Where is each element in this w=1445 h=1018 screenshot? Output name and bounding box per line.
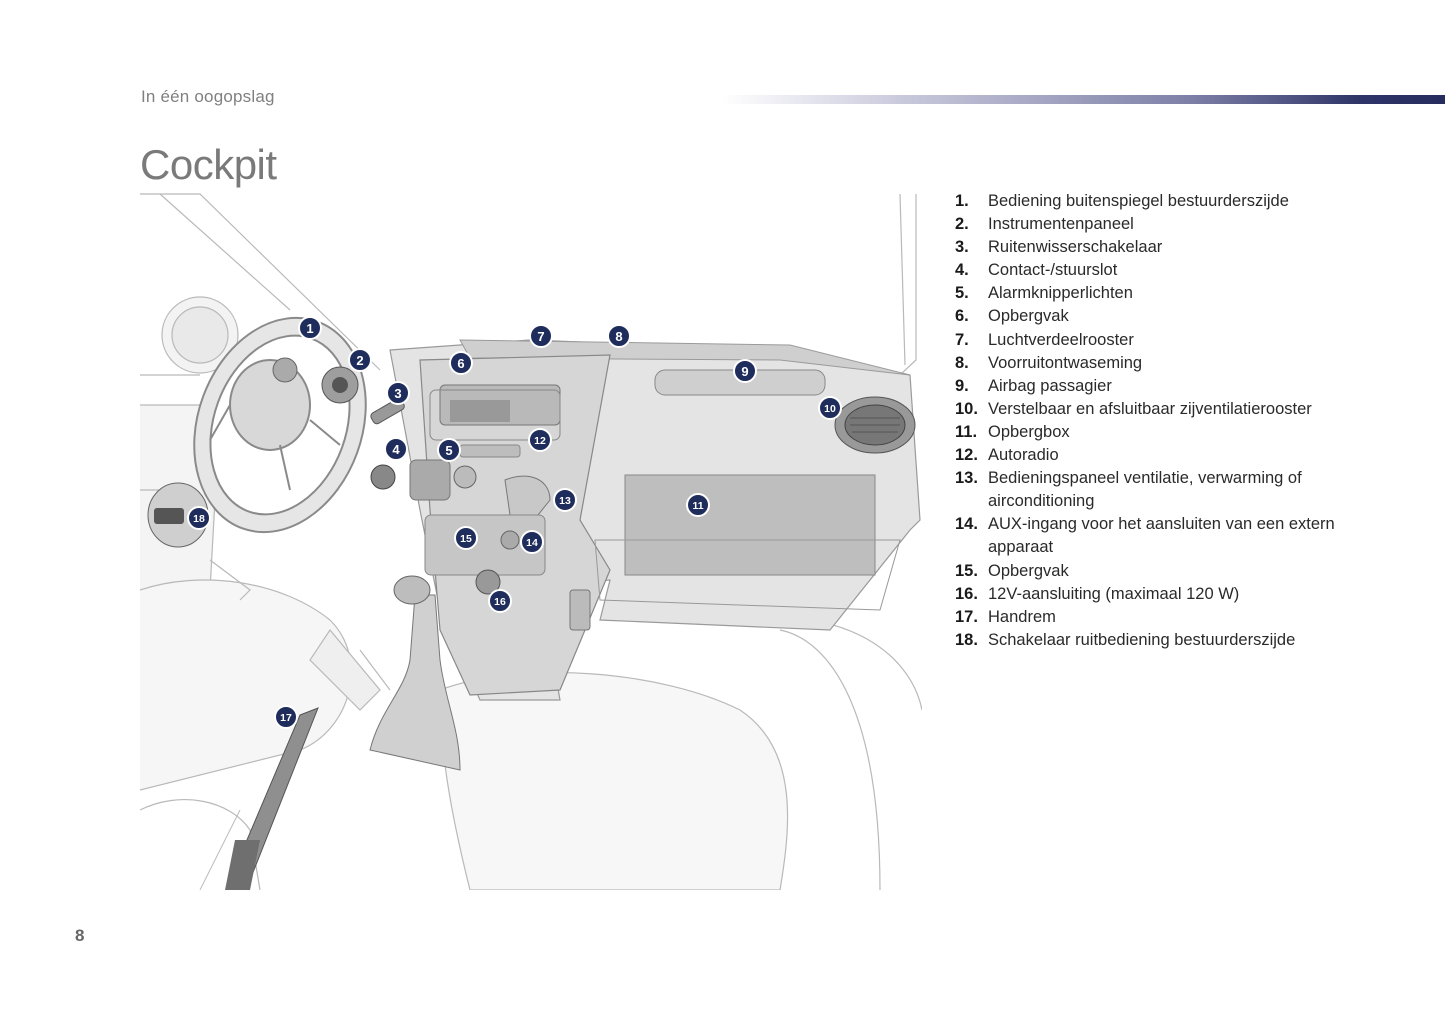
callout-14: 14 <box>520 530 544 554</box>
legend-item: 5.Alarmknipperlichten <box>955 284 1133 303</box>
cockpit-illustration: 1 2 3 4 5 6 7 8 9 10 11 12 13 14 15 16 1… <box>140 193 922 890</box>
legend-item: 6.Opbergvak <box>955 307 1069 326</box>
svg-text:3: 3 <box>394 386 401 401</box>
svg-text:17: 17 <box>280 712 292 724</box>
legend-item: 2.Instrumentenpaneel <box>955 215 1134 234</box>
callout-9: 9 <box>733 359 757 383</box>
svg-text:16: 16 <box>494 596 506 608</box>
section-label: In één oogopslag <box>141 87 275 106</box>
legend-item: 17.Handrem <box>955 607 1056 626</box>
svg-text:4: 4 <box>392 442 400 457</box>
svg-text:15: 15 <box>460 533 472 545</box>
legend-item: 13.Bedieningspaneel ventilatie, verwarmi… <box>955 469 1302 511</box>
callout-2: 2 <box>348 348 372 372</box>
svg-text:1: 1 <box>306 321 313 336</box>
legend-item: 10.Verstelbaar en afsluitbaar zijventila… <box>955 399 1312 418</box>
svg-text:7: 7 <box>537 329 544 344</box>
page-number: 8 <box>75 926 85 945</box>
legend-item: 8.Voorruitontwaseming <box>955 353 1143 372</box>
legend-item: 18.Schakelaar ruitbediening bestuurdersz… <box>955 630 1296 649</box>
callout-17: 17 <box>274 705 298 729</box>
legend-item: 7.Luchtverdeelrooster <box>955 330 1134 349</box>
svg-text:6: 6 <box>457 356 464 371</box>
callout-10: 10 <box>818 396 842 420</box>
page-title: Cockpit <box>140 141 277 188</box>
svg-text:10: 10 <box>824 403 836 415</box>
svg-text:8: 8 <box>615 329 622 344</box>
callout-1: 1 <box>298 316 322 340</box>
svg-text:13: 13 <box>559 495 571 507</box>
legend-item: 9.Airbag passagier <box>955 376 1112 395</box>
legend-item: 11.Opbergbox <box>955 422 1070 441</box>
legend-item: 14.AUX-ingang voor het aansluiten van ee… <box>955 515 1335 557</box>
svg-text:9: 9 <box>741 364 748 379</box>
legend-item: 4.Contact-/stuurslot <box>955 261 1118 280</box>
svg-text:2: 2 <box>356 353 363 368</box>
legend-item: 16.12V-aansluiting (maximaal 120 W) <box>955 584 1240 603</box>
legend-item: 12.Autoradio <box>955 446 1059 465</box>
legend-item: 3.Ruitenwisserschakelaar <box>955 238 1163 257</box>
callout-13: 13 <box>553 488 577 512</box>
header-gradient-bar <box>722 95 1445 104</box>
callout-5: 5 <box>437 438 461 462</box>
callout-4: 4 <box>384 437 408 461</box>
legend-item: 15.Opbergvak <box>955 561 1069 580</box>
svg-text:18: 18 <box>193 513 205 525</box>
callout-6: 6 <box>449 351 473 375</box>
callout-3: 3 <box>386 381 410 405</box>
callout-12: 12 <box>528 428 552 452</box>
callout-11: 11 <box>686 493 710 517</box>
svg-text:12: 12 <box>534 435 546 447</box>
callout-7: 7 <box>529 324 553 348</box>
callout-16: 16 <box>488 589 512 613</box>
svg-text:5: 5 <box>445 443 452 458</box>
callout-8: 8 <box>607 324 631 348</box>
callout-18: 18 <box>187 506 211 530</box>
svg-text:11: 11 <box>692 500 703 512</box>
legend-list: 1.Bediening buitenspiegel bestuurderszij… <box>955 190 1375 652</box>
legend-item: 1.Bediening buitenspiegel bestuurderszij… <box>955 192 1289 210</box>
callout-15: 15 <box>454 526 478 550</box>
svg-text:14: 14 <box>526 537 538 549</box>
